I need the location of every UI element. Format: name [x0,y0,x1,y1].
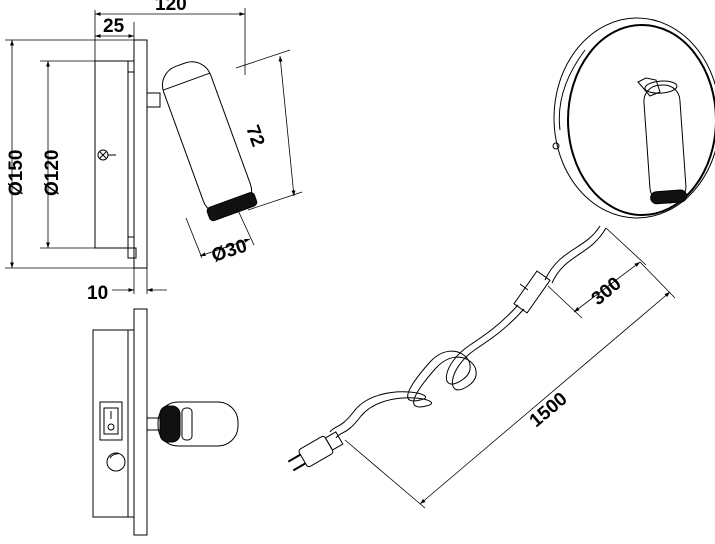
bottom-view [92,308,239,536]
dim-base-diameter: Ø120 [42,150,63,196]
switch-icon [99,401,123,441]
wall-disc [553,17,715,219]
spotlight-head-perspective [643,80,688,205]
spotlight-head [161,61,258,222]
dim-arm-length: 300 [588,273,626,309]
arm-stub [146,92,161,108]
perspective-view: 300 1500 [287,17,715,509]
dim-plate-diameter: Ø150 [6,150,27,196]
dim-head-length: 72 [241,123,268,150]
spotlight-head-bottom [157,401,239,447]
screw-icon [97,149,116,161]
wall-plate [133,39,148,269]
dim-base-depth: 25 [103,16,125,37]
plug-icon [287,431,344,472]
base-body [94,60,135,249]
power-cable [544,225,601,281]
touch-button-icon [106,452,126,472]
dim-overall-depth: 120 [155,0,187,15]
side-view: 120 25 Ø150 Ø120 72 Ø30 10 [5,0,303,304]
inline-switch [513,270,551,314]
dim-head-diameter: Ø30 [209,236,250,267]
dim-plate-thickness: 10 [87,283,108,304]
